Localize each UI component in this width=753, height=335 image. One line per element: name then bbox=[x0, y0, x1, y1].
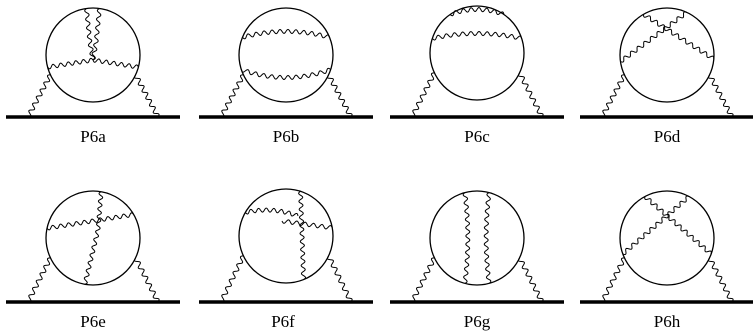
diagram-label: P6e bbox=[80, 312, 106, 331]
diagram-label: P6h bbox=[654, 312, 681, 331]
internal-photon bbox=[95, 191, 104, 231]
internal-photon bbox=[643, 14, 715, 60]
photon-line bbox=[327, 255, 353, 303]
diagram-label: P6f bbox=[271, 312, 295, 331]
internal-photon bbox=[46, 212, 135, 231]
photon-line bbox=[134, 74, 160, 118]
internal-photon bbox=[84, 8, 93, 44]
internal-photon bbox=[449, 7, 505, 17]
internal-photon bbox=[91, 42, 98, 61]
diagram-p6d: P6d bbox=[580, 7, 753, 146]
diagram-label: P6b bbox=[273, 127, 299, 146]
internal-photon bbox=[244, 207, 299, 217]
internal-photon bbox=[298, 190, 307, 280]
diagram-p6h: P6h bbox=[580, 190, 753, 331]
internal-photon bbox=[94, 8, 102, 44]
photon-line bbox=[708, 257, 734, 303]
photon-line bbox=[708, 74, 734, 118]
internal-photon bbox=[240, 67, 331, 81]
loop-circle bbox=[238, 188, 334, 284]
diagram-p6a: P6a bbox=[6, 7, 180, 146]
diagram-label: P6g bbox=[464, 312, 491, 331]
internal-photon bbox=[281, 219, 333, 230]
photon-line bbox=[27, 74, 51, 118]
photon-line bbox=[27, 257, 51, 303]
photon-line bbox=[411, 257, 435, 303]
loop-circle bbox=[619, 7, 715, 103]
diagram-label: P6a bbox=[80, 127, 106, 146]
photon-line bbox=[327, 74, 353, 118]
internal-photon bbox=[242, 28, 331, 40]
internal-photon bbox=[620, 11, 688, 63]
internal-photon bbox=[462, 192, 471, 284]
diagram-p6c: P6c bbox=[390, 5, 564, 146]
loop-circle bbox=[45, 7, 141, 103]
diagram-p6g: P6g bbox=[390, 190, 564, 331]
internal-photon bbox=[644, 196, 712, 255]
photon-line bbox=[601, 74, 625, 118]
photon-line bbox=[518, 72, 544, 118]
photon-line bbox=[134, 257, 160, 303]
loop-circle bbox=[619, 190, 715, 286]
photon-line bbox=[518, 257, 544, 303]
diagram-p6e: P6e bbox=[6, 190, 180, 331]
internal-photon bbox=[83, 229, 100, 285]
diagram-p6f: P6f bbox=[199, 188, 373, 331]
internal-photon bbox=[622, 195, 690, 256]
diagram-p6b: P6b bbox=[199, 7, 373, 146]
loop-circle bbox=[45, 190, 141, 286]
diagram-label: P6d bbox=[654, 127, 681, 146]
photon-line bbox=[220, 255, 244, 303]
loop-circle bbox=[429, 190, 525, 286]
loop-circle bbox=[429, 5, 525, 101]
photon-line bbox=[601, 257, 625, 303]
internal-photon bbox=[47, 57, 94, 70]
photon-line bbox=[411, 72, 435, 118]
diagram-label: P6c bbox=[464, 127, 490, 146]
internal-photon bbox=[431, 30, 523, 41]
loop-circle bbox=[238, 7, 334, 103]
photon-line bbox=[220, 74, 244, 118]
internal-photon bbox=[483, 192, 492, 284]
internal-photon bbox=[92, 58, 139, 69]
